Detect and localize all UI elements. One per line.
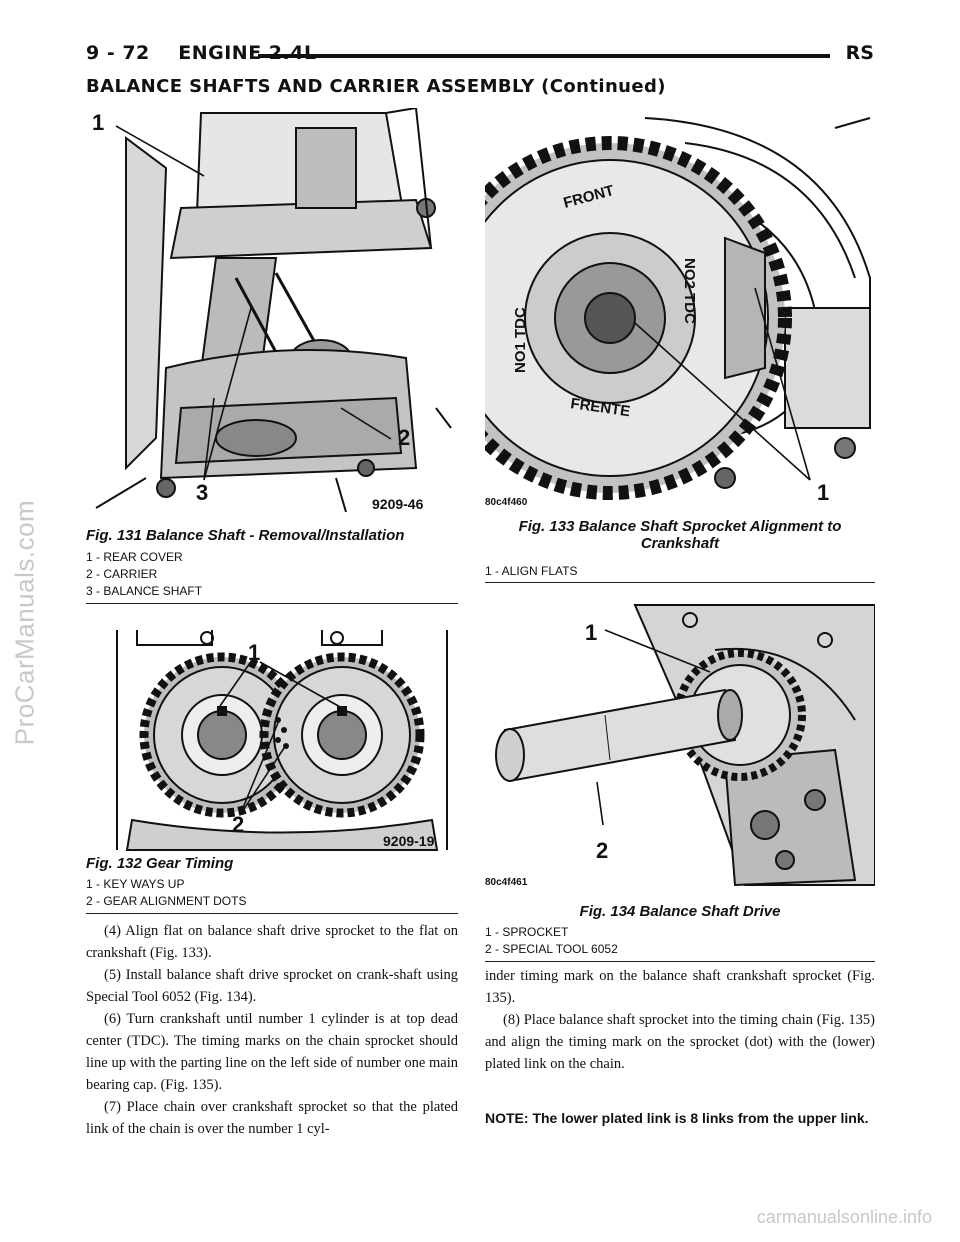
step-7-continuation: inder timing mark on the balance shaft c…	[485, 968, 875, 1006]
note-text: NOTE: The lower plated link is 8 links f…	[485, 1110, 869, 1126]
figure-code: 9209-46	[372, 496, 424, 512]
figure-134-rule	[485, 961, 875, 962]
figure-131-title: Fig. 131 Balance Shaft - Removal/Install…	[86, 527, 405, 544]
callout-2: 2	[596, 838, 609, 863]
figure-134-legend: 1 - SPROCKET 2 - SPECIAL TOOL 6052	[485, 925, 618, 956]
step-7-paragraph: (7) Place chain over crankshaft sprocket…	[86, 1099, 458, 1137]
header-model: RS	[845, 42, 874, 64]
callout-1: 1	[585, 620, 598, 645]
callout-2: 2	[398, 425, 411, 450]
figure-134-title: Fig. 134 Balance Shaft Drive	[579, 903, 781, 920]
figure-132-legend: 1 - KEY WAYS UP 2 - GEAR ALIGNMENT DOTS	[86, 877, 247, 908]
figure-132-illustration	[112, 620, 452, 856]
figure-code: 9209-19	[383, 833, 435, 849]
callout-1: 1	[817, 480, 830, 505]
footer-watermark: carmanualsonline.info	[756, 1207, 932, 1227]
figure-133-title: Fig. 133 Balance Shaft Sprocket Alignmen…	[518, 518, 842, 552]
side-watermark: ProCarManuals.com	[9, 499, 40, 746]
section-title: BALANCE SHAFTS AND CARRIER ASSEMBLY (Con…	[86, 76, 666, 97]
figure-132-rule	[86, 913, 458, 914]
step-5-paragraph: (5) Install balance shaft drive sprocket…	[86, 967, 458, 1005]
figure-131-rule	[86, 603, 458, 604]
callout-2: 2	[232, 812, 245, 837]
figure-code: 80c4f461	[485, 877, 528, 888]
sprocket-label-no2-tdc: NO2 TDC	[681, 258, 698, 324]
figure-code: 80c4f460	[485, 497, 528, 508]
step-6-paragraph: (6) Turn crankshaft until number 1 cylin…	[86, 1011, 458, 1093]
sprocket-label-no1-tdc: NO1 TDC	[512, 307, 529, 373]
figure-133-illustration: FRONT NO1 TDC NO2 TDC FRENTE	[485, 108, 875, 510]
page-number-section: 9 - 72 ENGINE 2.4L	[86, 42, 317, 64]
right-column-body: inder timing mark on the balance shaft c…	[485, 965, 875, 1075]
step-4-paragraph: (4) Align flat on balance shaft drive sp…	[86, 923, 458, 961]
left-column-body: (4) Align flat on balance shaft drive sp…	[86, 920, 458, 1140]
callout-3: 3	[196, 480, 209, 505]
header-rule	[258, 54, 830, 58]
callout-1: 1	[248, 640, 261, 665]
figure-132-title: Fig. 132 Gear Timing	[86, 855, 234, 872]
figure-133-legend: 1 - ALIGN FLATS	[485, 564, 578, 578]
figure-133-rule	[485, 582, 875, 583]
figure-131-illustration	[86, 108, 456, 512]
callout-1: 1	[92, 110, 105, 135]
figure-131-legend: 1 - REAR COVER 2 - CARRIER 3 - BALANCE S…	[86, 550, 203, 598]
figure-134-illustration	[485, 600, 875, 890]
step-8-paragraph: (8) Place balance shaft sprocket into th…	[485, 1012, 875, 1072]
